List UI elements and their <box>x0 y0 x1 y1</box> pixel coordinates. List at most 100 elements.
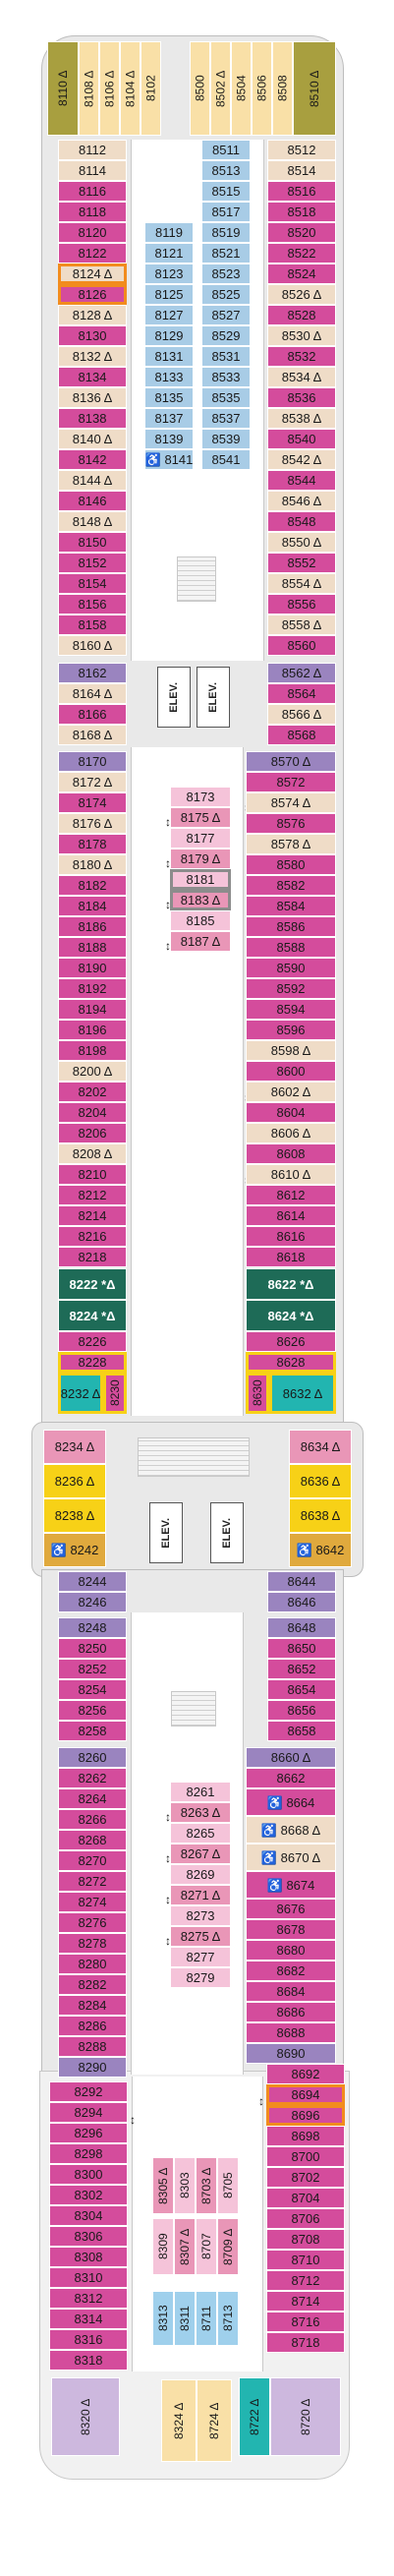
cabin-8212[interactable]: 8212 <box>58 1185 127 1205</box>
cabin-8313[interactable]: 8313 <box>152 2291 174 2346</box>
cabin-8606[interactable]: 8606 Δ <box>246 1123 336 1143</box>
cabin-8196[interactable]: 8196 <box>58 1020 127 1040</box>
cabin-8164[interactable]: 8164 Δ <box>58 683 127 704</box>
cabin-8688[interactable]: 8688 <box>246 2022 336 2043</box>
cabin-8310[interactable]: 8310 <box>49 2267 128 2288</box>
cabin-8572[interactable]: 8572 <box>246 772 336 792</box>
cabin-8132[interactable]: 8132 Δ <box>58 346 127 367</box>
cabin-8187[interactable]: 8187 Δ <box>170 931 231 952</box>
cabin-8636[interactable]: 8636 Δ <box>289 1464 352 1498</box>
cabin-8303[interactable]: 8303 <box>174 2157 196 2214</box>
cabin-8700[interactable]: 8700 <box>266 2146 345 2167</box>
cabin-8170[interactable]: 8170 <box>58 751 127 772</box>
cabin-8271[interactable]: 8271 Δ <box>170 1885 231 1905</box>
cabin-8122[interactable]: 8122 <box>58 243 127 263</box>
cabin-8720[interactable]: 8720 Δ <box>270 2377 341 2456</box>
cabin-8532[interactable]: 8532 <box>267 346 336 367</box>
cabin-8214[interactable]: 8214 <box>58 1205 127 1226</box>
cabin-8690[interactable]: 8690 <box>246 2043 336 2064</box>
cabin-8519[interactable]: 8519 <box>201 222 251 243</box>
cabin-8142[interactable]: 8142 <box>58 449 127 470</box>
cabin-8129[interactable]: 8129 <box>144 325 194 346</box>
cabin-8560[interactable]: 8560 <box>267 635 336 656</box>
cabin-8515[interactable]: 8515 <box>201 181 251 202</box>
cabin-8268[interactable]: 8268 <box>58 1830 127 1850</box>
cabin-8179[interactable]: 8179 Δ <box>170 849 231 869</box>
cabin-8114[interactable]: 8114 <box>58 160 127 181</box>
cabin-8244[interactable]: 8244 <box>58 1571 127 1592</box>
cabin-8648[interactable]: 8648 <box>267 1617 336 1638</box>
cabin-8306[interactable]: 8306 <box>49 2226 128 2247</box>
cabin-8261[interactable]: 8261 <box>170 1782 231 1802</box>
cabin-8570[interactable]: 8570 Δ <box>246 751 336 772</box>
cabin-8502[interactable]: 8502 Δ <box>210 41 231 136</box>
cabin-8528[interactable]: 8528 <box>267 305 336 325</box>
cabin-8158[interactable]: 8158 <box>58 615 127 635</box>
cabin-8154[interactable]: 8154 <box>58 573 127 594</box>
cabin-8576[interactable]: 8576 <box>246 813 336 834</box>
cabin-8520[interactable]: 8520 <box>267 222 336 243</box>
cabin-8550[interactable]: 8550 Δ <box>267 532 336 553</box>
cabin-8296[interactable]: 8296 <box>49 2123 128 2143</box>
cabin-8182[interactable]: 8182 <box>58 875 127 896</box>
cabin-8292[interactable]: 8292 <box>49 2081 128 2102</box>
cabin-8702[interactable]: 8702 <box>266 2167 345 2188</box>
cabin-8294[interactable]: 8294 <box>49 2102 128 2123</box>
cabin-8539[interactable]: 8539 <box>201 429 251 449</box>
cabin-8230[interactable]: 8230 <box>103 1373 127 1414</box>
cabin-8548[interactable]: 8548 <box>267 511 336 532</box>
cabin-8574[interactable]: 8574 Δ <box>246 792 336 813</box>
cabin-8139[interactable]: 8139 <box>144 429 194 449</box>
cabin-8131[interactable]: 8131 <box>144 346 194 367</box>
cabin-8718[interactable]: 8718 <box>266 2332 345 2353</box>
cabin-8136[interactable]: 8136 Δ <box>58 387 127 408</box>
cabin-8634[interactable]: 8634 Δ <box>289 1430 352 1464</box>
cabin-8674[interactable]: ♿ 8674 <box>246 1871 336 1899</box>
cabin-8566[interactable]: 8566 Δ <box>267 704 336 725</box>
cabin-8228[interactable]: 8228 <box>58 1352 127 1373</box>
cabin-8119[interactable]: 8119 <box>144 222 194 243</box>
cabin-8267[interactable]: 8267 Δ <box>170 1844 231 1864</box>
cabin-8150[interactable]: 8150 <box>58 532 127 553</box>
cabin-8614[interactable]: 8614 <box>246 1205 336 1226</box>
cabin-8110[interactable]: 8110 Δ <box>47 41 79 136</box>
cabin-8586[interactable]: 8586 <box>246 916 336 937</box>
cabin-8278[interactable]: 8278 <box>58 1933 127 1954</box>
cabin-8272[interactable]: 8272 <box>58 1871 127 1892</box>
cabin-8204[interactable]: 8204 <box>58 1102 127 1123</box>
cabin-8646[interactable]: 8646 <box>267 1592 336 1612</box>
cabin-8650[interactable]: 8650 <box>267 1638 336 1659</box>
cabin-8604[interactable]: 8604 <box>246 1102 336 1123</box>
cabin-8177[interactable]: 8177 <box>170 828 231 849</box>
cabin-8506[interactable]: 8506 <box>252 41 272 136</box>
cabin-8254[interactable]: 8254 <box>58 1679 127 1700</box>
cabin-8562[interactable]: 8562 Δ <box>267 663 336 683</box>
cabin-8175[interactable]: 8175 Δ <box>170 807 231 828</box>
cabin-8186[interactable]: 8186 <box>58 916 127 937</box>
cabin-8541[interactable]: 8541 <box>201 449 251 470</box>
cabin-8656[interactable]: 8656 <box>267 1700 336 1721</box>
cabin-8311[interactable]: 8311 <box>174 2291 196 2346</box>
cabin-8511[interactable]: 8511 <box>201 140 251 160</box>
cabin-8222[interactable]: 8222 *Δ <box>58 1268 127 1300</box>
cabin-8537[interactable]: 8537 <box>201 408 251 429</box>
cabin-8514[interactable]: 8514 <box>267 160 336 181</box>
cabin-8282[interactable]: 8282 <box>58 1974 127 1995</box>
cabin-8538[interactable]: 8538 Δ <box>267 408 336 429</box>
cabin-8554[interactable]: 8554 Δ <box>267 573 336 594</box>
cabin-8104[interactable]: 8104 Δ <box>120 41 141 136</box>
cabin-8709[interactable]: 8709 Δ <box>217 2218 239 2275</box>
cabin-8512[interactable]: 8512 <box>267 140 336 160</box>
cabin-8526[interactable]: 8526 Δ <box>267 284 336 305</box>
cabin-8508[interactable]: 8508 <box>272 41 293 136</box>
cabin-8162[interactable]: 8162 <box>58 663 127 683</box>
cabin-8686[interactable]: 8686 <box>246 2002 336 2022</box>
cabin-8556[interactable]: 8556 <box>267 594 336 615</box>
cabin-8118[interactable]: 8118 <box>58 202 127 222</box>
cabin-8276[interactable]: 8276 <box>58 1912 127 1933</box>
cabin-8704[interactable]: 8704 <box>266 2188 345 2208</box>
cabin-8184[interactable]: 8184 <box>58 896 127 916</box>
cabin-8692[interactable]: 8692 <box>266 2064 345 2084</box>
cabin-8264[interactable]: 8264 <box>58 1788 127 1809</box>
cabin-8535[interactable]: 8535 <box>201 387 251 408</box>
